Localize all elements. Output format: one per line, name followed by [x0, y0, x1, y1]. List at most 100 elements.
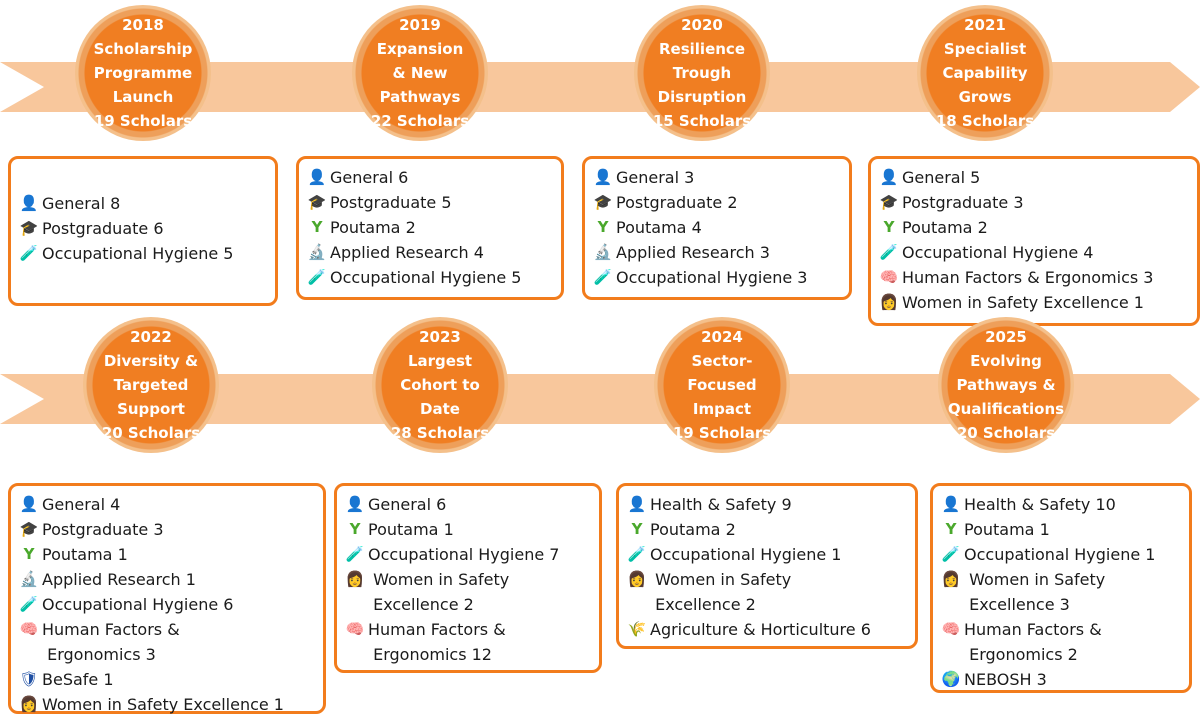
breakdown-label: Human Factors & Ergonomics 12: [368, 620, 506, 664]
milestone-title-line: Cohort to: [400, 376, 480, 394]
breakdown-item: 🌍NEBOSH 3: [941, 667, 1183, 692]
milestone-title-line: Diversity &: [103, 352, 199, 370]
brain-icon: 🧠: [879, 268, 899, 286]
sprout-icon: Y: [349, 520, 361, 538]
breakdown-item: 🧪Occupational Hygiene 6: [19, 592, 317, 617]
brain-icon: 🧠: [345, 620, 365, 638]
breakdown-label: Agriculture & Horticulture 6: [650, 620, 871, 639]
brain-icon: 🧠: [941, 620, 961, 638]
graduation-cap-icon: 🎓: [19, 219, 39, 237]
breakdown-item: Y Poutama 2: [627, 517, 909, 542]
graduation-cap-icon: 🎓: [879, 193, 899, 211]
timeline-arrow-bottom: [0, 374, 1200, 424]
breakdown-item: 👤General 3: [593, 165, 843, 190]
milestone-scholar-count: 19 Scholars: [672, 424, 772, 442]
milestone-title-line: Scholarship: [93, 40, 193, 58]
milestone-title-line: Pathways: [379, 88, 461, 106]
milestone-title-line: Capability: [942, 64, 1028, 82]
breakdown-item: 👩 Women in Safety Excellence 3: [941, 567, 1183, 617]
sprout-icon: Y: [631, 520, 643, 538]
breakdown-item: 🌾Agriculture & Horticulture 6: [627, 617, 909, 642]
milestone-scholar-count: 20 Scholars: [101, 424, 201, 442]
milestone-title-line: Grows: [958, 88, 1012, 106]
milestone-year: 2018: [122, 16, 164, 34]
milestone-title-line: Impact: [692, 400, 752, 418]
breakdown-label: Health & Safety 10: [964, 495, 1116, 514]
breakdown-item: 👩 Women in Safety Excellence 2: [627, 567, 909, 617]
breakdown-item: 🎓Postgraduate 3: [19, 517, 317, 542]
milestone-title-line: Targeted: [113, 376, 189, 394]
milestone-title-line: Disruption: [657, 88, 747, 106]
graduation-cap-icon: 🎓: [307, 193, 327, 211]
breakdown-item: 🧠Human Factors & Ergonomics 12: [345, 617, 593, 667]
breakdown-label: General 6: [330, 168, 409, 187]
woman-icon: 👩: [627, 570, 647, 588]
breakdown-label: BeSafe 1: [42, 670, 114, 689]
breakdown-label: Human Factors & Ergonomics 3: [42, 620, 180, 664]
breakdown-item: 👤General 8: [19, 191, 269, 216]
breakdown-label: Applied Research 4: [330, 243, 484, 262]
breakdown-label: Poutama 1: [368, 520, 454, 539]
breakdown-label: Postgraduate 3: [42, 520, 164, 539]
test-tube-icon: 🧪: [593, 268, 613, 286]
milestone-year: 2023: [419, 328, 461, 346]
milestone-scholar-count: 22 Scholars: [370, 112, 470, 130]
sprout-icon: Y: [597, 218, 609, 236]
milestone-title-line: Evolving: [970, 352, 1042, 370]
test-tube-icon: 🧪: [307, 268, 327, 286]
milestone-year: 2022: [130, 328, 172, 346]
breakdown-item: 👩Women in Safety Excellence 1: [19, 692, 317, 717]
breakdown-item: 🎓Postgraduate 5: [307, 190, 555, 215]
person-icon: 👤: [19, 495, 39, 513]
breakdown-label: Poutama 2: [330, 218, 416, 237]
breakdown-label: General 4: [42, 495, 121, 514]
milestone-year: 2025: [985, 328, 1027, 346]
milestone-year: 2021: [964, 16, 1006, 34]
breakdown-item: 🎓Postgraduate 6: [19, 216, 269, 241]
milestone-title-line: Specialist: [943, 40, 1027, 58]
milestone-title-line: Resilience: [659, 40, 745, 58]
breakdown-item: 🧠Human Factors & Ergonomics 3: [879, 265, 1191, 290]
milestone-scholar-count: 19 Scholars: [93, 112, 193, 130]
breakdown-label: Women in Safety Excellence 3: [969, 570, 1106, 614]
milestone-title-line: Largest: [407, 352, 473, 370]
breakdown-label: General 3: [616, 168, 695, 187]
milestone-title-line: Date: [420, 400, 460, 418]
graduation-cap-icon: 🎓: [19, 520, 39, 538]
breakdown-item: 🧪Occupational Hygiene 5: [19, 241, 269, 266]
breakdown-item: 🔬Applied Research 1: [19, 567, 317, 592]
person-icon: 👤: [307, 168, 327, 186]
milestone-scholar-count: 18 Scholars: [935, 112, 1035, 130]
milestone-year: 2024: [701, 328, 743, 346]
breakdown-label: Poutama 2: [650, 520, 736, 539]
person-icon: 👤: [941, 495, 961, 513]
breakdown-label: Occupational Hygiene 5: [42, 244, 234, 263]
breakdown-label: Poutama 4: [616, 218, 702, 237]
breakdown-label: Applied Research 3: [616, 243, 770, 262]
breakdown-item: 🧪Occupational Hygiene 4: [879, 240, 1191, 265]
milestone-title-line: Sector-: [691, 352, 753, 370]
globe-icon: 🌍: [941, 670, 961, 688]
milestone-year: 2019: [399, 16, 441, 34]
breakdown-item: 👩Women in Safety Excellence 1: [879, 290, 1191, 315]
woman-icon: 👩: [879, 293, 899, 311]
timeline-arrow-top: [0, 62, 1200, 112]
breakdown-label: Poutama 1: [42, 545, 128, 564]
breakdown-item: 🧪Occupational Hygiene 3: [593, 265, 843, 290]
breakdown-label: Women in Safety Excellence 1: [902, 293, 1144, 312]
milestone-title-line: Launch: [112, 88, 174, 106]
breakdown-label: Human Factors & Ergonomics 3: [902, 268, 1154, 287]
breakdown-item: 🔬Applied Research 4: [307, 240, 555, 265]
microscope-icon: 🔬: [307, 243, 327, 261]
graduation-cap-icon: 🎓: [593, 193, 613, 211]
